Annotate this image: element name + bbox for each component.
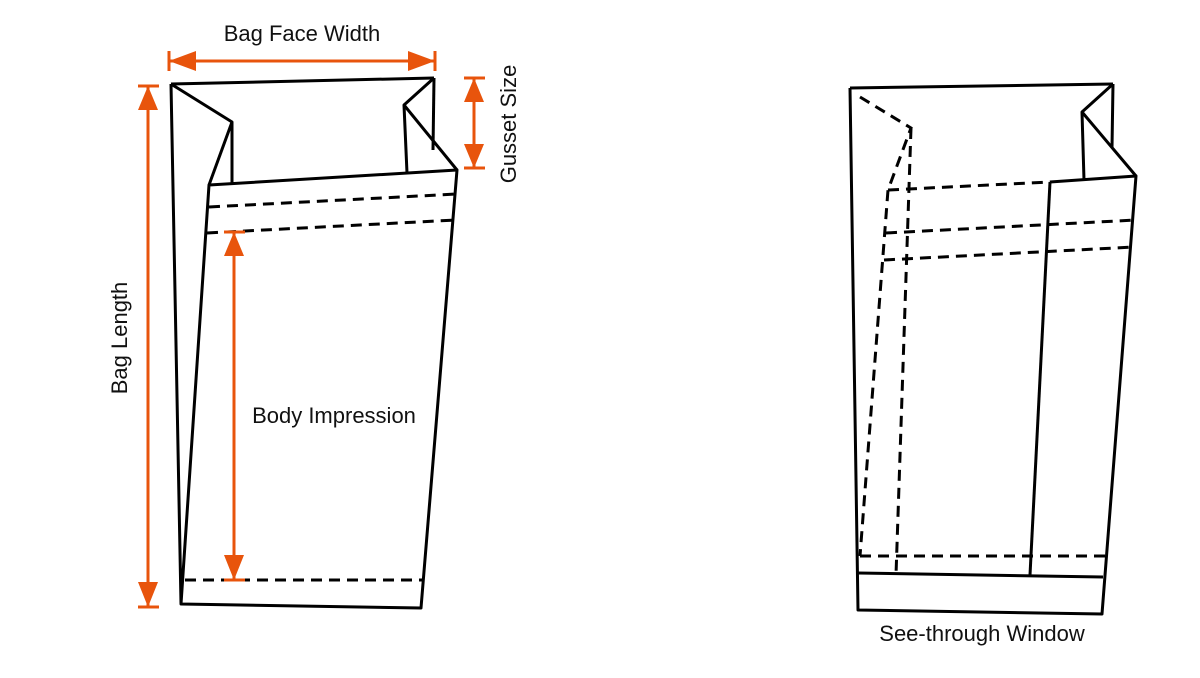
right-back-edge [431,77,436,151]
right-gusset-edge [1080,111,1138,177]
hidden-gusset-line [894,127,913,576]
seal-line-1 [885,218,1137,235]
body-impression-label: Body Impression [252,403,416,428]
bag-length-arrow [138,84,159,609]
left-gusset-fold [170,82,234,183]
hidden-seal-line [887,180,1051,192]
seal-line-2 [883,245,1135,262]
bag-face-width-label: Bag Face Width [224,21,381,46]
right-gusset-edge [402,104,459,171]
bag-top-edge [170,76,435,86]
right-back-edge [1110,83,1115,149]
bag-face-width-arrow [167,51,437,71]
right-panel-edge [1028,181,1052,576]
bag-length-label: Bag Length [107,282,132,395]
hidden-left-gusset [858,95,913,557]
seal-line-1 [208,192,458,209]
seal-line-2 [206,218,457,235]
front-panel-outline [169,83,459,610]
gusset-size-label: Gusset Size [496,65,521,184]
gusset-bag-window: See-through Window [848,82,1138,646]
gusset-bag-dimensioned: Bag Face Width Gusset Size Bag Length Bo… [107,21,521,610]
bag-top-edge [849,82,1114,90]
gusset-size-arrow [464,76,485,170]
bag-outline [848,87,1138,616]
see-through-window-label: See-through Window [879,621,1085,646]
body-impression-arrow [224,230,245,582]
left-gusset-edge [207,121,234,186]
window-top-edge [857,571,1104,579]
